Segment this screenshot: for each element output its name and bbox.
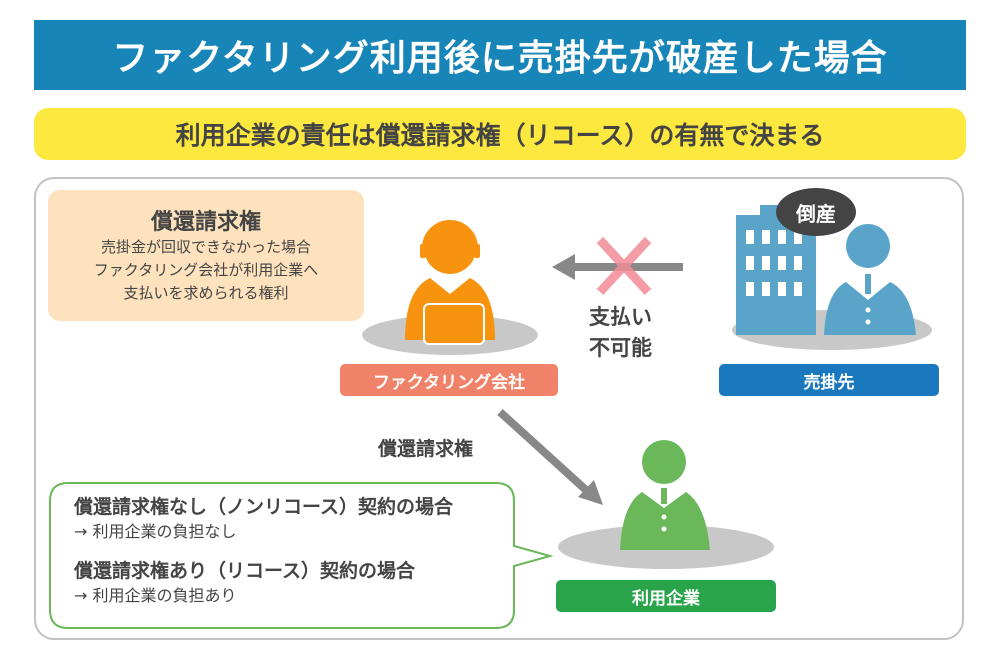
user-company-person-icon [558,440,774,569]
recourse-arrow [497,409,603,505]
definition-line: 売掛金が回収できなかった場合 [100,238,311,256]
factoring-company-label: ファクタリング会社 [340,364,558,396]
debtor-label: 売掛先 [719,364,939,396]
factoring-operator-icon [362,220,538,355]
definition-line: 支払いを求められる権利 [123,284,289,302]
payment-text-line: 不可能 [589,336,652,360]
factoring-company-text: ファクタリング会社 [372,372,526,393]
user-company-label: 利用企業 [556,580,776,612]
recourse-arrow-label: 償還請求権 [378,438,474,460]
blocked-cross-icon [596,236,652,296]
case-result: → 利用企業の負担あり [74,586,237,605]
definition-box: 償還請求権 売掛金が回収できなかった場合 ファクタリング会社が利用企業へ 支払い… [48,190,364,321]
diagram-panel [34,177,964,640]
case-heading: 償還請求権あり（リコース）契約の場合 [74,560,416,582]
definition-title: 償還請求権 [150,210,261,235]
callout-content: 償還請求権なし（ノンリコース）契約の場合 → 利用企業の負担なし 償還請求権あり… [74,494,453,622]
bankrupt-badge [776,188,856,236]
payment-text-line: 支払い [589,305,652,329]
callout-bubble [49,482,554,629]
bankrupt-text: 倒産 [796,202,836,226]
debtor-person-icon [824,224,916,335]
page-subtitle: 利用企業の責任は償還請求権（リコース）の有無で決まる [175,121,825,150]
title-banner: ファクタリング利用後に売掛先が破産した場合 [34,20,966,90]
case-result: → 利用企業の負担なし [74,522,237,541]
payment-impossible-label: 支払い 不可能 [589,302,652,364]
user-company-text: 利用企業 [632,588,700,609]
debtor-building-icon [732,205,932,350]
subtitle-banner: 利用企業の責任は償還請求権（リコース）の有無で決まる [34,108,966,160]
page-title: ファクタリング利用後に売掛先が破産した場合 [112,38,888,79]
case-heading: 償還請求権なし（ノンリコース）契約の場合 [74,496,454,518]
definition-line: ファクタリング会社が利用企業へ [93,261,319,279]
debtor-text: 売掛先 [803,372,855,393]
